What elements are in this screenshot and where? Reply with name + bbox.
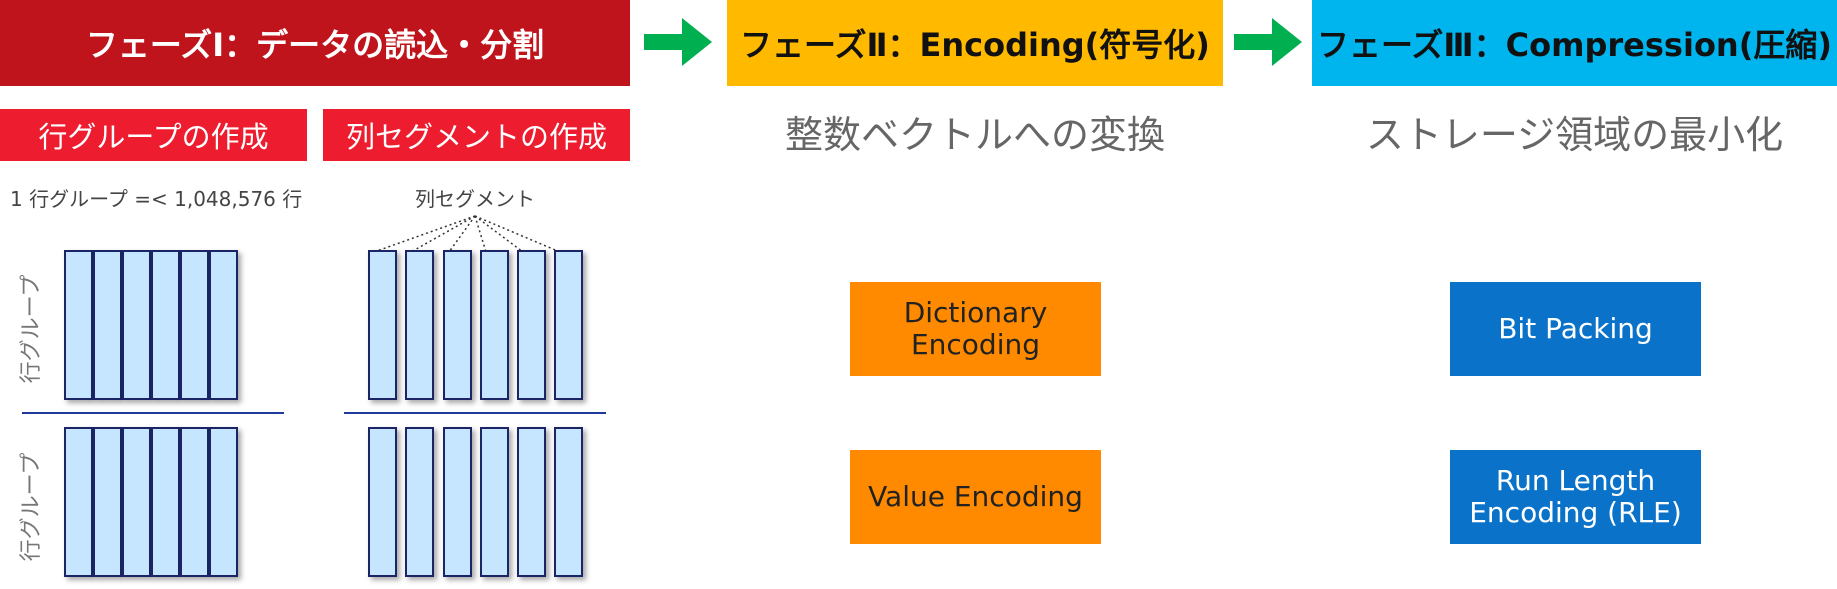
row-group-column — [180, 427, 209, 577]
row-group-column — [93, 250, 122, 400]
value-encoding-label: Value Encoding — [868, 479, 1083, 513]
row-group-column — [122, 250, 151, 400]
column-segment — [480, 250, 509, 400]
row-group-column — [209, 427, 238, 577]
phase-3-header: フェーズⅢ：Compression(圧縮) — [1312, 0, 1837, 86]
row-group-column — [151, 250, 180, 400]
column-segment — [554, 427, 583, 577]
column-segment — [443, 427, 472, 577]
rle-box: Run Length Encoding (RLE) — [1450, 450, 1701, 544]
row-group-label-bottom: 行グループ — [19, 452, 44, 562]
dictionary-encoding-label: Dictionary Encoding — [903, 295, 1048, 361]
bit-packing-box: Bit Packing — [1450, 282, 1701, 376]
row-group-column — [180, 250, 209, 400]
column-segment — [405, 250, 434, 400]
arrow-right-icon — [1234, 18, 1302, 66]
column-segment-note: 列セグメント — [415, 187, 535, 211]
column-segment-pointer-lines — [373, 215, 561, 253]
phase-1-header: フェーズⅠ：データの読込・分割 — [0, 0, 630, 86]
row-group-column — [64, 427, 93, 577]
column-segment — [405, 427, 434, 577]
bit-packing-label: Bit Packing — [1498, 311, 1653, 345]
dictionary-encoding-box: Dictionary Encoding — [850, 282, 1101, 376]
row-group-divider — [344, 412, 606, 414]
create-row-group-label: 行グループの作成 — [0, 109, 307, 161]
column-segment — [517, 250, 546, 400]
row-group-divider — [22, 412, 284, 414]
row-group-label-top: 行グループ — [19, 274, 44, 384]
column-segment — [443, 250, 472, 400]
rle-label: Run Length Encoding (RLE) — [1469, 463, 1682, 529]
column-segment — [368, 250, 397, 400]
row-group-column — [209, 250, 238, 400]
create-column-segment-label: 列セグメントの作成 — [323, 109, 630, 161]
column-segment — [517, 427, 546, 577]
row-group-size-note: 1 行グループ =< 1,048,576 行 — [10, 187, 303, 211]
column-segment — [368, 427, 397, 577]
arrow-right-icon — [644, 18, 712, 66]
row-group-column — [122, 427, 151, 577]
column-segment — [554, 250, 583, 400]
phase-2-header: フェーズⅡ：Encoding(符号化) — [727, 0, 1223, 86]
row-group-column — [151, 427, 180, 577]
row-group-column — [93, 427, 122, 577]
phase-2-subtitle: 整数ベクトルへの変換 — [784, 113, 1165, 157]
phase-3-subtitle: ストレージ領域の最小化 — [1365, 113, 1784, 157]
value-encoding-box: Value Encoding — [850, 450, 1101, 544]
row-group-column — [64, 250, 93, 400]
column-segment — [480, 427, 509, 577]
